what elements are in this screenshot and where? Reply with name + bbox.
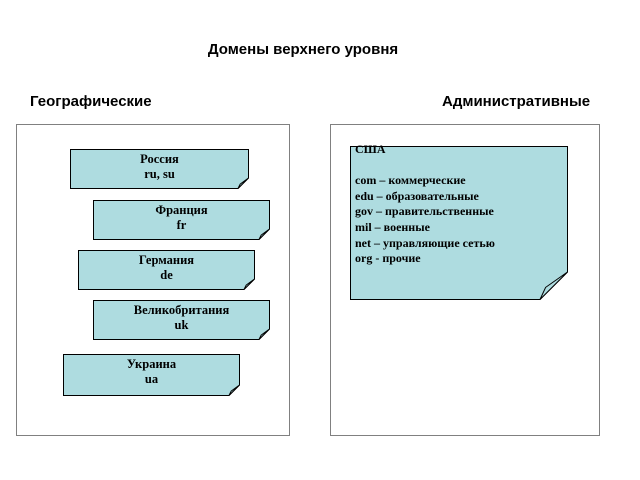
domain-code: ua xyxy=(144,372,159,386)
domain-note-russia: Россия ru, su xyxy=(70,149,249,189)
domain-name: Франция xyxy=(155,203,208,217)
domain-note-ukraine: Украина ua xyxy=(63,354,240,396)
administrative-heading: Административные xyxy=(442,93,591,110)
note-fold xyxy=(258,328,270,340)
usa-line: edu – образовательные xyxy=(355,188,479,203)
usa-title: США xyxy=(355,142,386,156)
note-fold xyxy=(539,271,568,300)
note-shape xyxy=(78,250,255,290)
usa-domains-note: США com – коммерческие edu – образовател… xyxy=(350,142,568,300)
usa-line: net – управляющие сетью xyxy=(355,235,495,250)
note-shape xyxy=(63,354,240,396)
page-title: Домены верхнего уровня xyxy=(207,41,399,58)
note-fold xyxy=(243,278,255,290)
note-fold xyxy=(258,228,270,240)
note-shape xyxy=(93,200,270,240)
note-fold xyxy=(228,384,240,396)
domain-code: fr xyxy=(176,218,187,232)
domain-name: Украина xyxy=(126,357,177,371)
note-shape xyxy=(350,146,568,300)
domain-note-france: Франция fr xyxy=(93,200,270,240)
geographic-heading: Географические xyxy=(30,93,152,110)
note-fold xyxy=(237,177,249,189)
usa-line: com – коммерческие xyxy=(355,173,466,188)
domain-name: Германия xyxy=(138,253,195,267)
usa-line: gov – правительственные xyxy=(355,204,494,219)
domain-note-germany: Германия de xyxy=(78,250,255,290)
domain-code: de xyxy=(160,268,173,282)
domain-code: uk xyxy=(174,318,189,332)
note-shape xyxy=(93,300,270,340)
domain-name: Россия xyxy=(140,152,179,166)
note-shape xyxy=(70,149,249,189)
domain-code: ru, su xyxy=(144,167,175,181)
usa-line: mil – военные xyxy=(355,219,430,234)
usa-line xyxy=(355,158,568,174)
domain-name: Великобритания xyxy=(133,303,230,317)
domain-note-uk: Великобритания uk xyxy=(93,300,270,340)
usa-line: org - прочие xyxy=(355,251,421,266)
